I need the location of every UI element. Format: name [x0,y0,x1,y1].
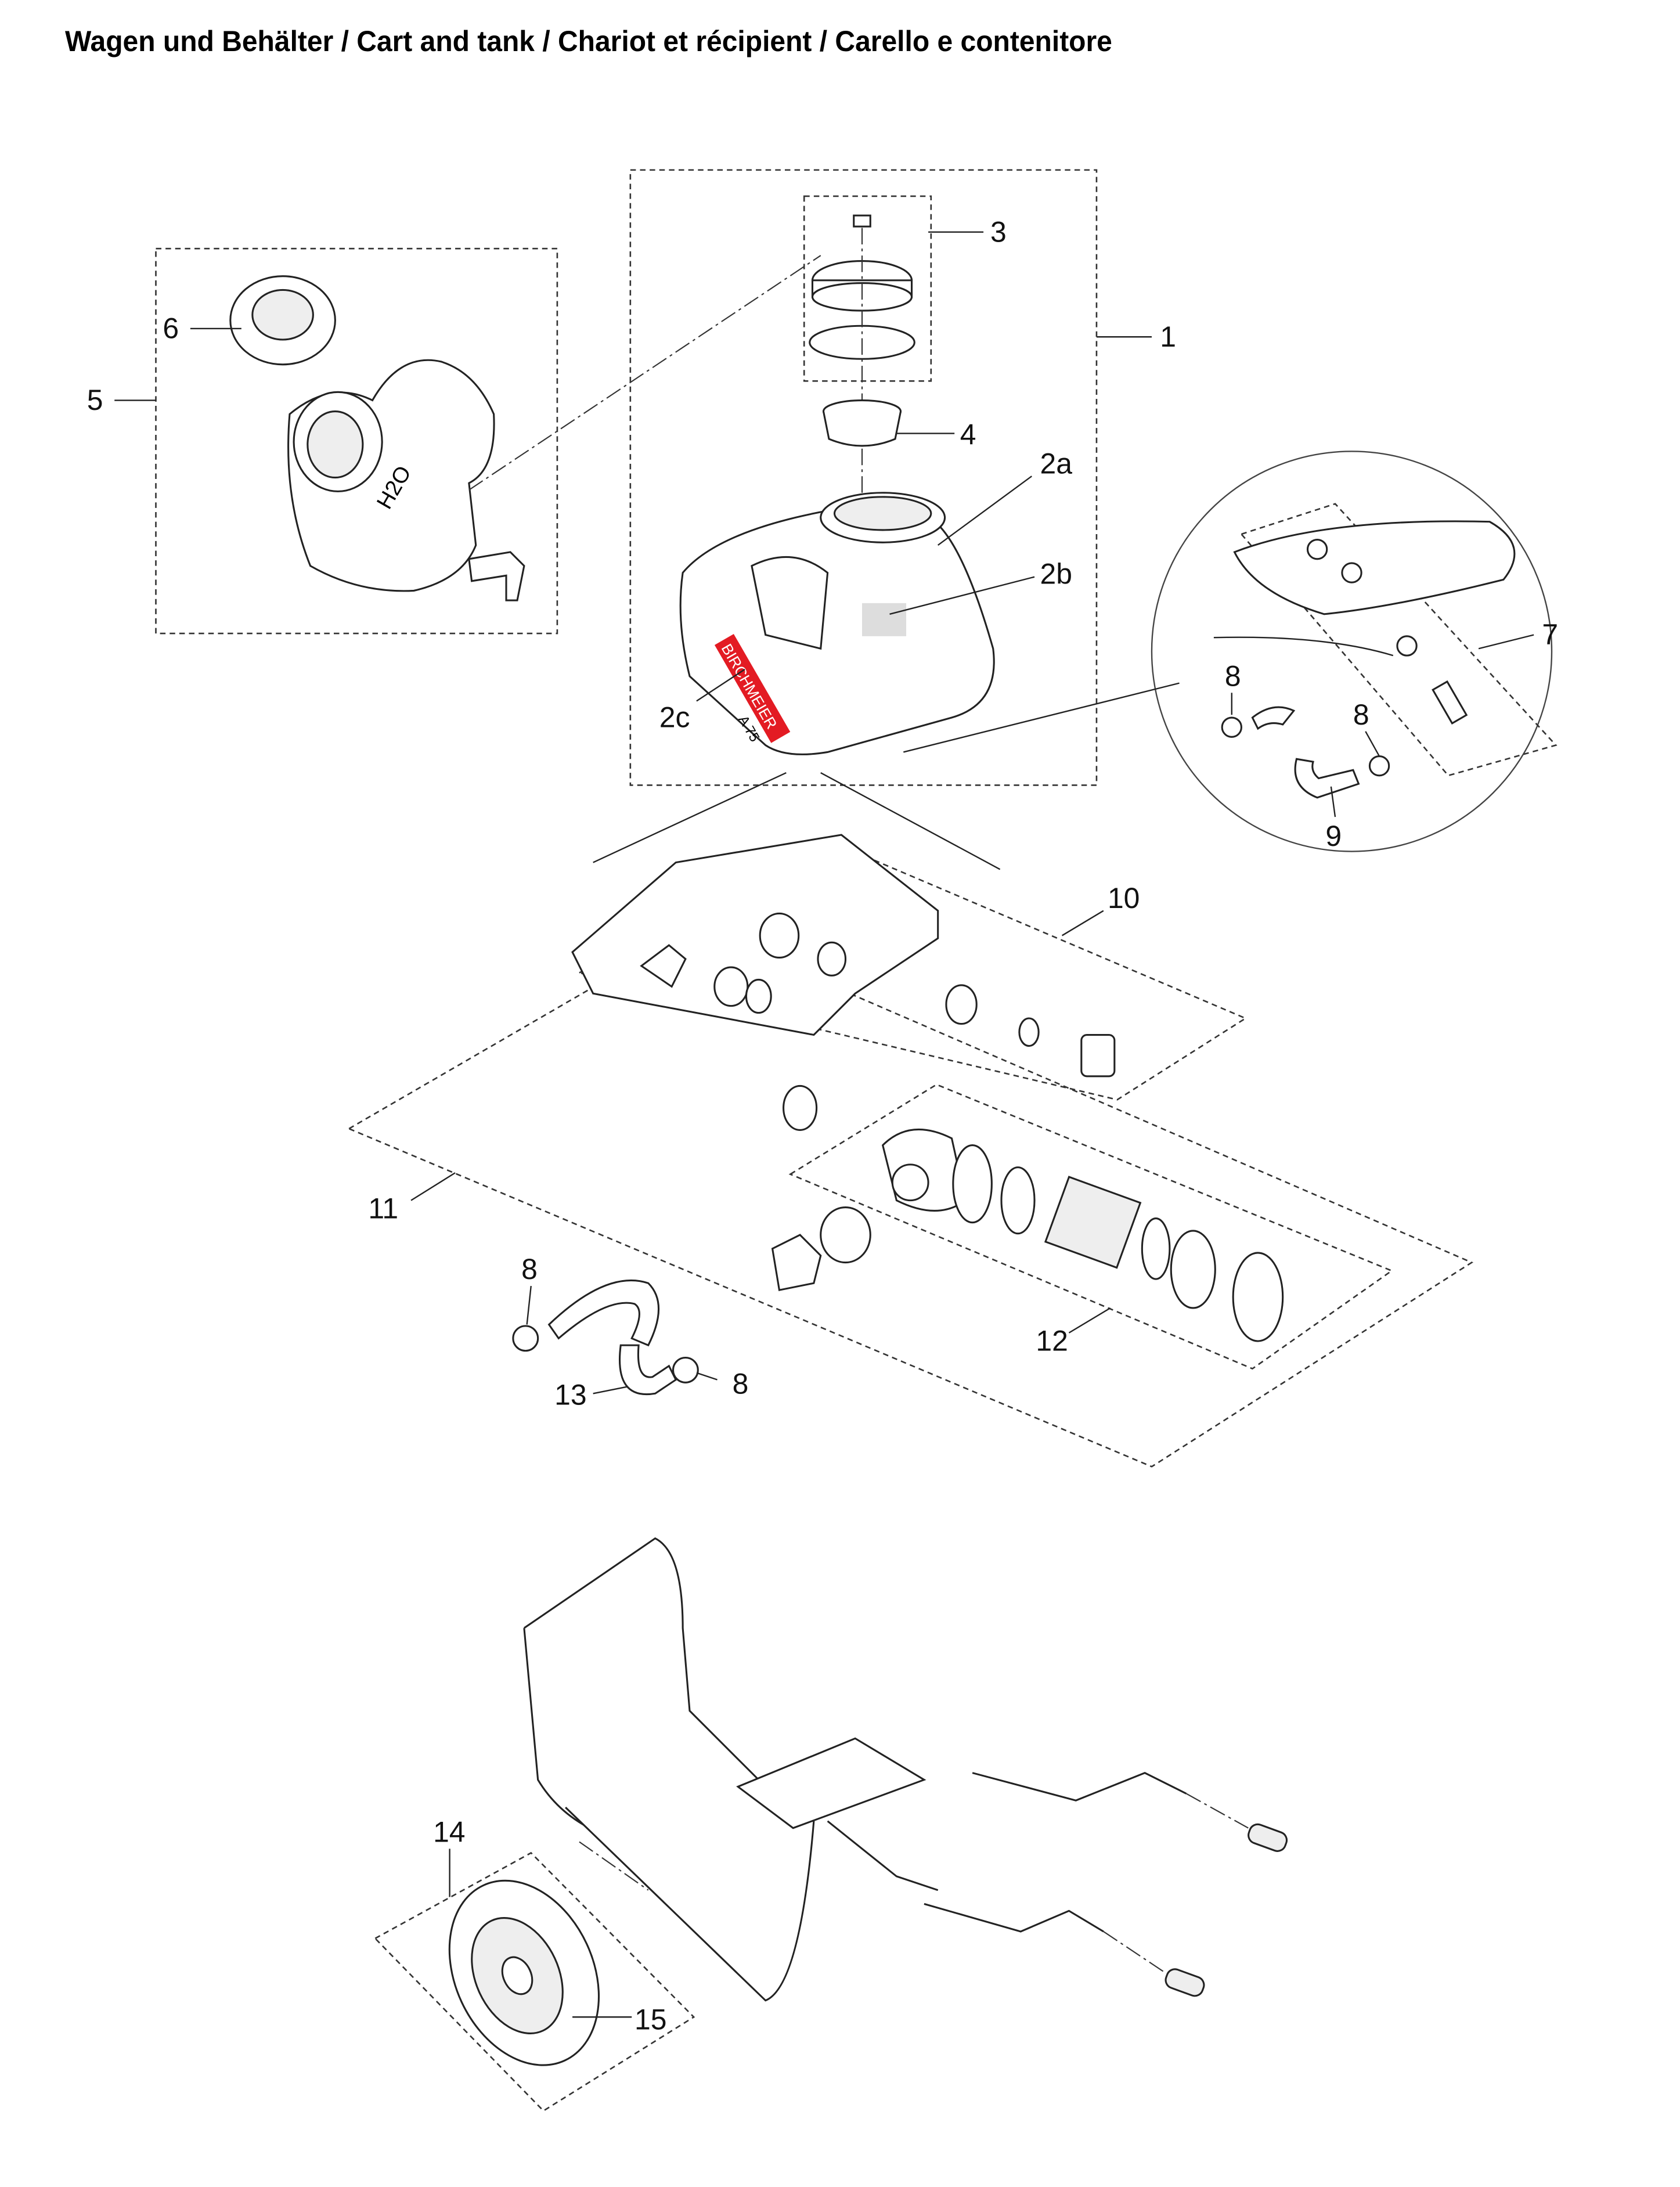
callout-7: 7 [1542,618,1558,651]
callout-12: 12 [1036,1325,1068,1357]
lid-part-3 [809,214,915,497]
filter-part-12 [771,1128,1284,1342]
hose-part-13 [512,1279,699,1396]
callout-2b: 2b [1040,558,1072,590]
callout-10: 10 [1108,882,1140,914]
callout-6: 6 [163,312,179,345]
callout-8-detail-left: 8 [1225,660,1241,692]
callout-8-detail-right: 8 [1353,698,1369,731]
group-box-3 [803,195,932,382]
group-box-1 [629,169,1098,786]
tank-part-2a: BIRCHMEIER A 75 [593,492,1180,870]
callout-11: 11 [368,1192,398,1225]
callout-14: 14 [433,1815,465,1848]
cart-frame [523,1537,1288,2002]
leader-lines [114,231,1534,2018]
detail-circle [1151,451,1553,852]
callout-2a: 2a [1040,447,1073,480]
brand-decal [714,633,791,743]
wheel-part-15 [448,1841,649,2066]
group-box-11 [347,926,1473,1468]
group-box-5 [155,247,558,635]
callout-8-hose-left: 8 [521,1253,538,1285]
callout-13: 13 [554,1378,586,1411]
tank-underside-10-11 [571,834,1116,1132]
callout-5: 5 [87,384,103,416]
page-title: Wagen und Behälter / Cart and tank / Cha… [65,25,1112,57]
group-box-7 [1240,503,1558,777]
callout-15: 15 [634,2004,666,2036]
callout-4: 4 [960,419,976,451]
group-box-14 [374,1851,695,2112]
callout-3: 3 [990,215,1007,248]
callout-8-hose-right: 8 [733,1367,749,1400]
label-area-2b [862,603,907,636]
callout-2c: 2c [659,701,690,734]
strainer-part-4 [822,399,902,447]
callout-1: 1 [1160,320,1176,353]
detail-fittings-7-9 [1213,520,1516,799]
canister-part-5: H2O [229,255,821,601]
callout-9: 9 [1325,820,1342,852]
